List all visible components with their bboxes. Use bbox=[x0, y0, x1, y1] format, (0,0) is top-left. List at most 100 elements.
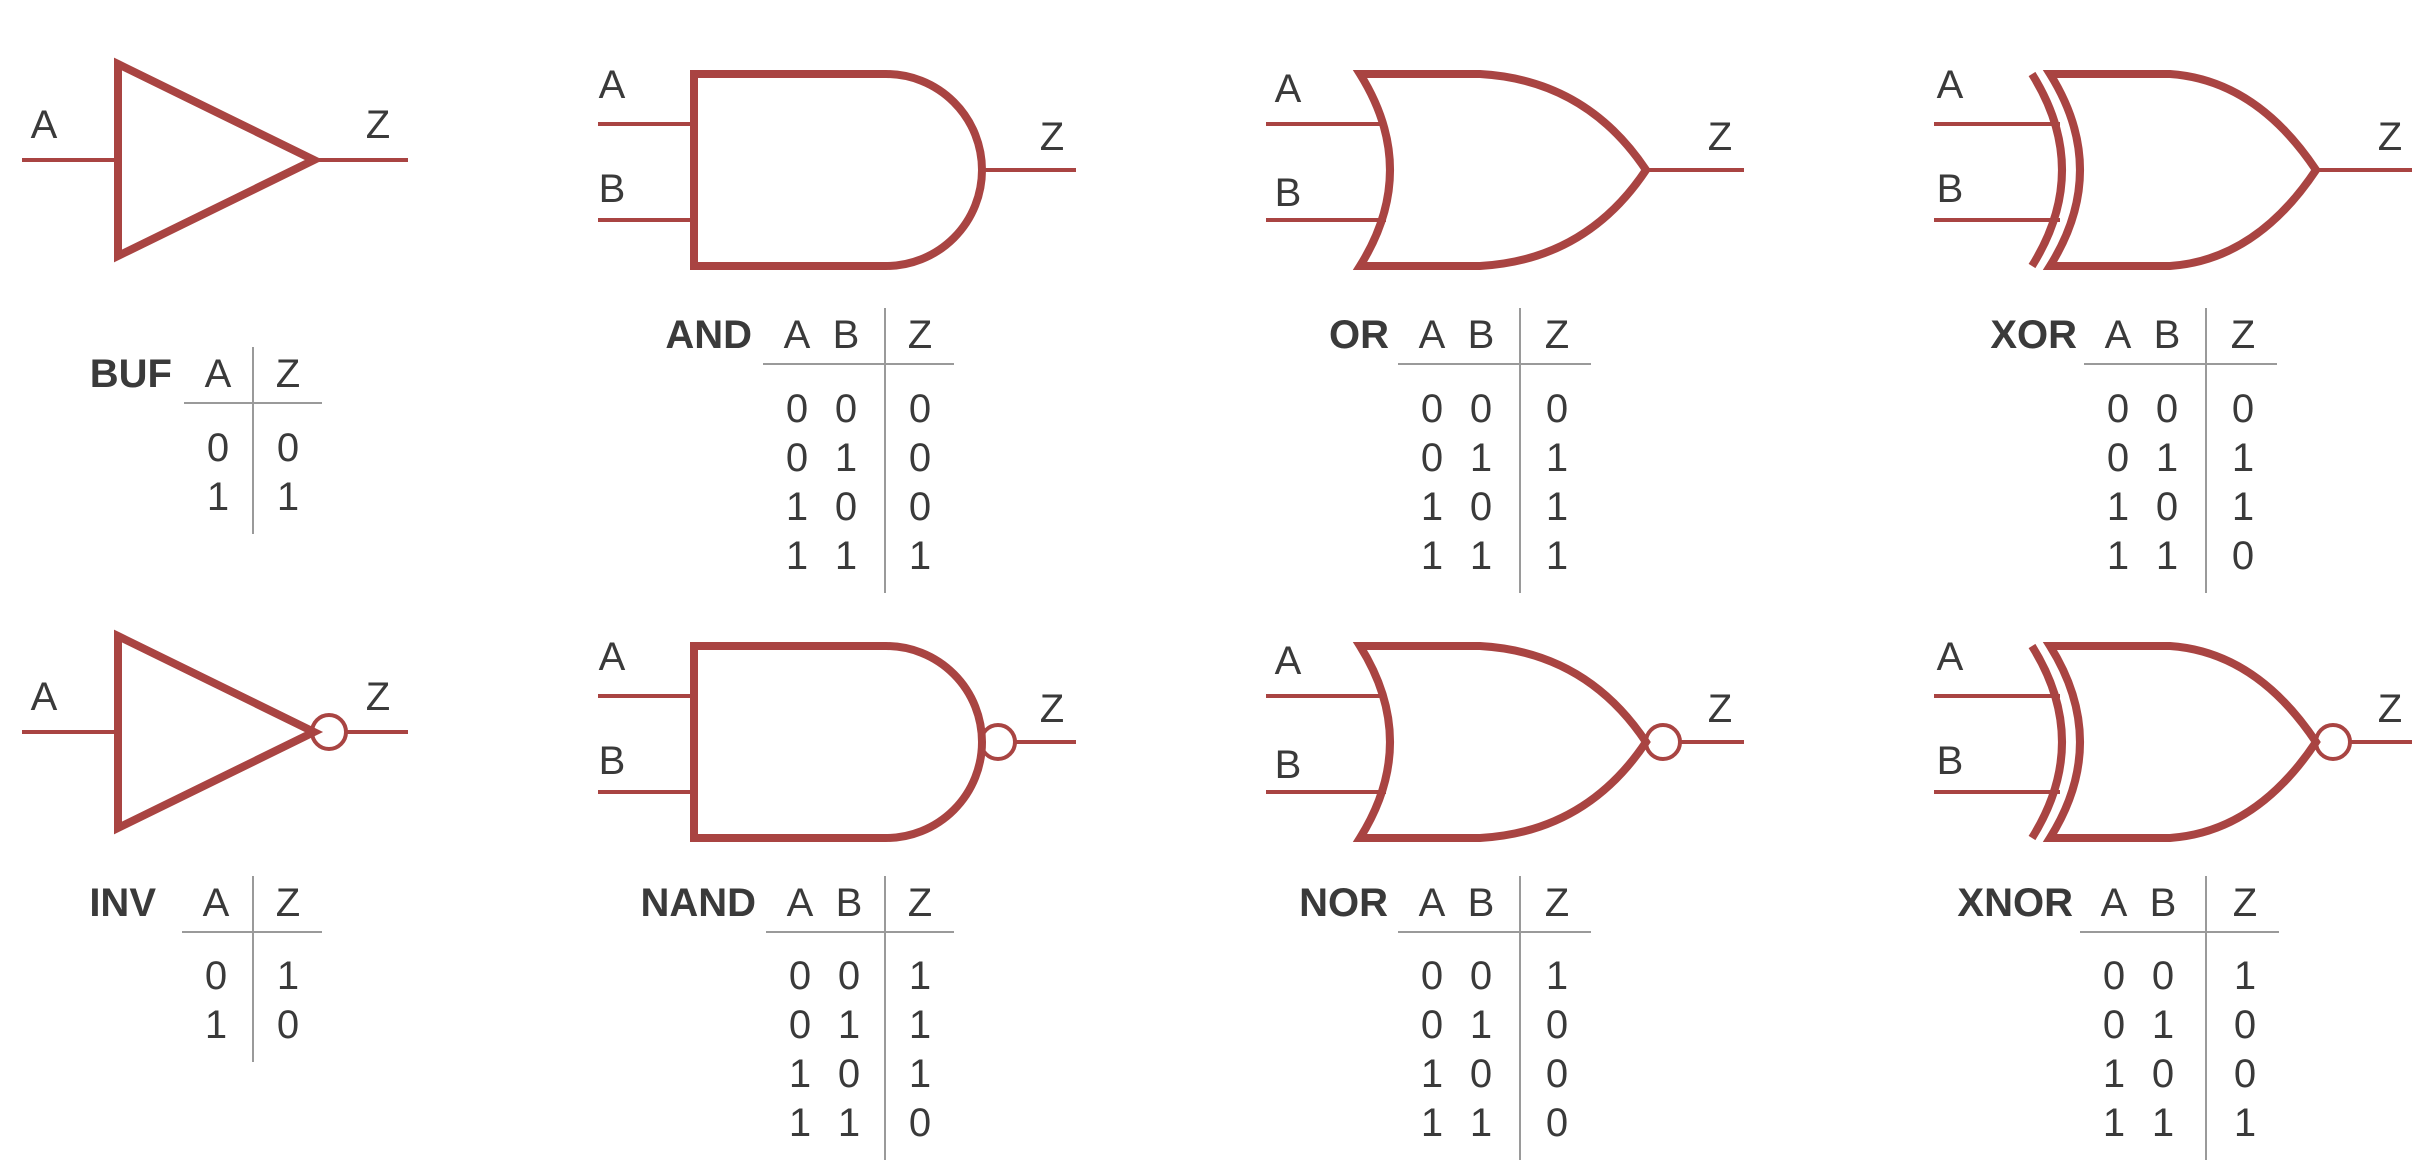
truth-table-cell: 1 bbox=[1421, 1101, 1443, 1145]
truth-table-header: A bbox=[787, 881, 814, 925]
truth-table-cell: 0 bbox=[789, 1003, 811, 1047]
pin-label-b: B bbox=[599, 739, 626, 783]
truth-table-cell: 0 bbox=[2152, 954, 2174, 998]
pin-label-z: Z bbox=[1040, 687, 1064, 731]
truth-table-header: B bbox=[1468, 313, 1495, 357]
truth-table-cell: 0 bbox=[205, 954, 227, 998]
pin-label-b: B bbox=[1937, 739, 1964, 783]
truth-table-cell: 0 bbox=[1546, 387, 1568, 431]
truth-table-cell: 0 bbox=[2103, 1003, 2125, 1047]
inversion-bubble bbox=[979, 723, 1017, 761]
and-gate-symbol: ABZ bbox=[598, 63, 1076, 270]
truth-table-cell: 1 bbox=[2103, 1052, 2125, 1096]
truth-table-cell: 1 bbox=[2152, 1003, 2174, 1047]
truth-table-cell: 1 bbox=[1421, 534, 1443, 578]
truth-table-cell: 1 bbox=[1546, 534, 1568, 578]
truth-table-cell: 0 bbox=[838, 954, 860, 998]
xor-shield-body bbox=[2042, 70, 2321, 270]
truth-table-header: Z bbox=[276, 881, 300, 925]
gate-name-label: AND bbox=[665, 313, 752, 357]
truth-table-header: B bbox=[1468, 881, 1495, 925]
truth-table-header: A bbox=[1419, 313, 1446, 357]
truth-table-header: Z bbox=[2233, 881, 2257, 925]
pin-label-a: A bbox=[1275, 639, 1302, 683]
gate-name-label: XNOR bbox=[1957, 881, 2073, 925]
truth-table-cell: 1 bbox=[835, 534, 857, 578]
truth-table-cell: 1 bbox=[838, 1003, 860, 1047]
truth-table-cell: 0 bbox=[207, 426, 229, 470]
truth-table-cell: 0 bbox=[2107, 436, 2129, 480]
gate-name-label: INV bbox=[89, 881, 156, 925]
nand-gate-symbol: ABZ bbox=[598, 635, 1076, 842]
truth-table-cell: 0 bbox=[786, 436, 808, 480]
truth-table-header: Z bbox=[2231, 313, 2255, 357]
truth-table-cell: 0 bbox=[909, 485, 931, 529]
truth-table-cell: 1 bbox=[835, 436, 857, 480]
truth-table-cell: 1 bbox=[1470, 436, 1492, 480]
truth-table-cell: 0 bbox=[277, 426, 299, 470]
inversion-bubble bbox=[1644, 723, 1682, 761]
pin-label-a: A bbox=[31, 103, 58, 147]
buf-triangle-body bbox=[114, 57, 324, 263]
pin-label-a: A bbox=[1937, 635, 1964, 679]
truth-table-header: Z bbox=[908, 313, 932, 357]
truth-table-cell: 0 bbox=[2152, 1052, 2174, 1096]
truth-table-cell: 1 bbox=[909, 534, 931, 578]
pin-label-z: Z bbox=[2378, 115, 2402, 159]
truth-table-header: B bbox=[2150, 881, 2177, 925]
truth-table-cell: 0 bbox=[1470, 387, 1492, 431]
pin-label-z: Z bbox=[1708, 115, 1732, 159]
truth-table-cell: 1 bbox=[2234, 954, 2256, 998]
truth-table-cell: 0 bbox=[2232, 534, 2254, 578]
truth-table-cell: 0 bbox=[2232, 387, 2254, 431]
or-shield-body bbox=[1352, 70, 1651, 270]
truth-table-cell: 0 bbox=[1546, 1101, 1568, 1145]
truth-table-cell: 0 bbox=[1421, 954, 1443, 998]
and-d-body bbox=[690, 70, 986, 270]
truth-table-cell: 1 bbox=[1421, 485, 1443, 529]
truth-table-cell: 1 bbox=[207, 475, 229, 519]
truth-table-cell: 0 bbox=[2107, 387, 2129, 431]
nand-d-body bbox=[690, 642, 986, 842]
truth-table-header: A bbox=[205, 352, 232, 396]
xor-extra-curve bbox=[2028, 71, 2066, 269]
truth-table-cell: 1 bbox=[2156, 436, 2178, 480]
truth-table-cell: 1 bbox=[2107, 485, 2129, 529]
truth-table-header: Z bbox=[1545, 881, 1569, 925]
truth-table-cell: 1 bbox=[2152, 1101, 2174, 1145]
pin-label-z: Z bbox=[2378, 687, 2402, 731]
truth-table-cell: 1 bbox=[1470, 1101, 1492, 1145]
truth-table-cell: 1 bbox=[909, 1003, 931, 1047]
truth-table-header: A bbox=[203, 881, 230, 925]
pin-label-z: Z bbox=[366, 103, 390, 147]
truth-table-cell: 0 bbox=[1470, 1052, 1492, 1096]
truth-table-cell: 0 bbox=[909, 387, 931, 431]
truth-table-cell: 1 bbox=[2156, 534, 2178, 578]
truth-table-cell: 1 bbox=[1546, 436, 1568, 480]
truth-table-cell: 0 bbox=[789, 954, 811, 998]
truth-table-cell: 0 bbox=[909, 1101, 931, 1145]
pin-label-a: A bbox=[31, 675, 58, 719]
truth-table-cell: 0 bbox=[835, 485, 857, 529]
truth-table-cell: 0 bbox=[1421, 1003, 1443, 1047]
truth-table-cell: 0 bbox=[1470, 485, 1492, 529]
gate-name-label: BUF bbox=[90, 352, 172, 396]
